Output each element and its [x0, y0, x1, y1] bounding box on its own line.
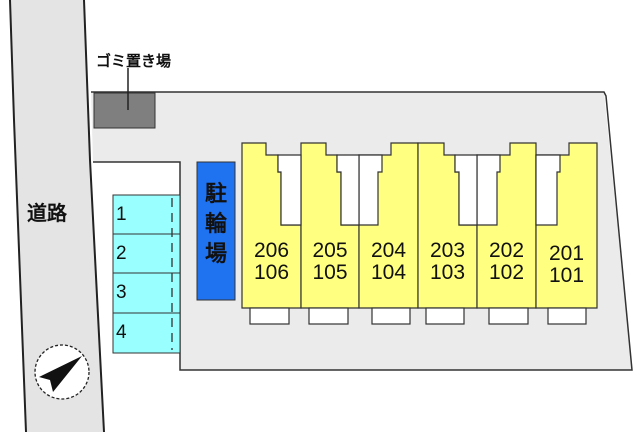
building	[241, 142, 598, 309]
parking-area	[112, 194, 181, 354]
garbage-area	[93, 92, 156, 129]
parking-slot-2: 2	[116, 243, 127, 264]
road-label: 道路	[27, 201, 67, 225]
road	[10, 0, 104, 432]
north-arrow-icon	[34, 344, 90, 400]
bicycle-parking-label: 駐 輪 場	[204, 182, 227, 267]
parking-slot-4: 4	[116, 322, 127, 343]
parking-slot-1: 1	[116, 204, 127, 225]
parking-slot-3: 3	[116, 282, 127, 303]
garbage-label: ゴミ置き場	[96, 52, 172, 70]
balconies	[249, 307, 587, 325]
bicycle-parking	[196, 161, 236, 301]
